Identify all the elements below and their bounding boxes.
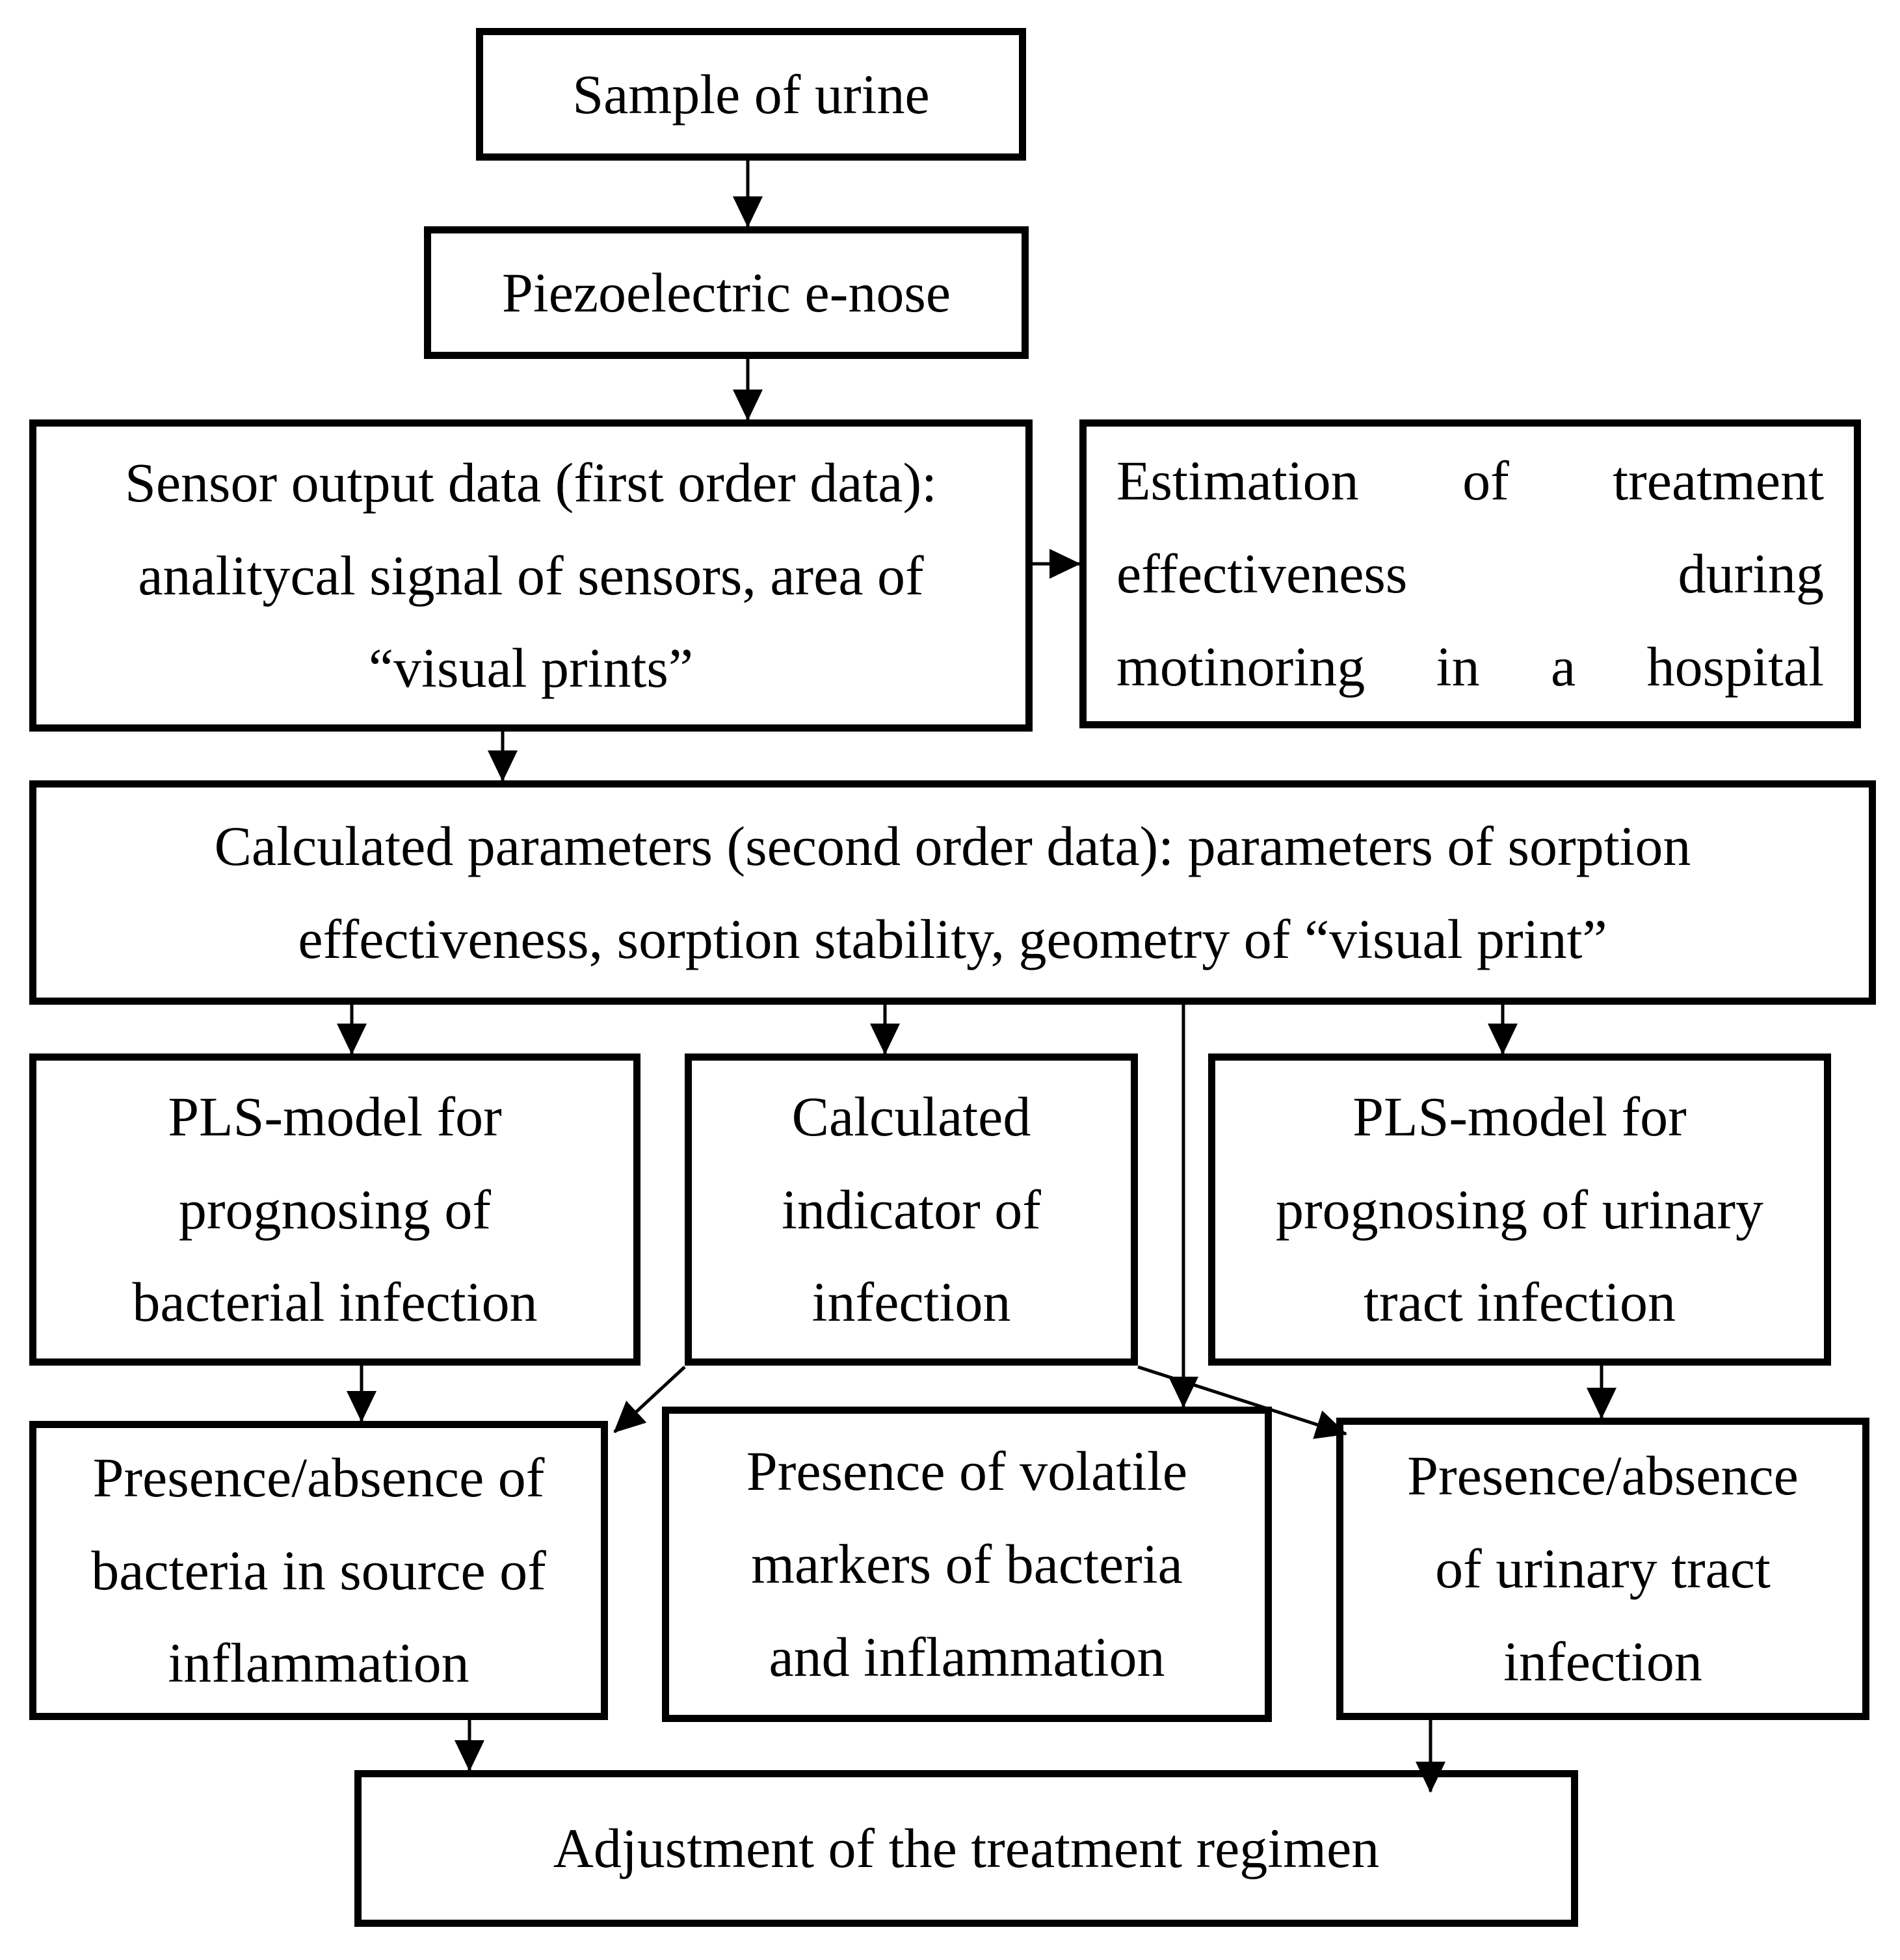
node-sample-of-urine-label: Sample of urine [572,62,930,126]
node-pls-model-urinary: PLS-model for prognosing of urinary trac… [1208,1053,1831,1366]
node-piezoelectric-e-nose: Piezoelectric e-nose [424,226,1029,359]
node-calculated-parameters: Calculated parameters (second order data… [29,780,1876,1005]
node-sensor-output-data: Sensor output data (first order data): a… [29,419,1033,732]
node-presence-bacteria: Presence/absence of bacteria in source o… [29,1421,608,1720]
node-presence-bacteria-label: Presence/absence of bacteria in source o… [91,1446,546,1695]
node-estimation-of-treatment: Estimation of treatment effectiveness du… [1079,419,1861,728]
node-adjustment-treatment-regimen-label: Adjustment of the treatment regimen [553,1817,1380,1880]
node-pls-model-bacterial: PLS-model for prognosing of bacterial in… [29,1053,640,1366]
node-presence-uti-label: Presence/absence of urinary tract infect… [1407,1444,1799,1693]
node-estimation-of-treatment-label: Estimation of treatment effectiveness du… [1087,434,1854,713]
node-sample-of-urine: Sample of urine [476,28,1026,161]
node-calculated-indicator: Calculated indicator of infection [685,1053,1138,1366]
node-presence-volatile-markers: Presence of volatile markers of bacteria… [662,1407,1272,1722]
node-presence-volatile-markers-label: Presence of volatile markers of bacteria… [746,1440,1188,1688]
node-pls-model-urinary-label: PLS-model for prognosing of urinary trac… [1276,1085,1763,1334]
node-adjustment-treatment-regimen: Adjustment of the treatment regimen [354,1770,1578,1927]
node-sensor-output-data-label: Sensor output data (first order data): a… [124,451,937,700]
estimation-line-2: effectiveness during [1116,542,1824,605]
node-presence-uti: Presence/absence of urinary tract infect… [1336,1418,1869,1720]
estimation-line-3: motinoring in a hospital [1116,635,1824,698]
node-calculated-indicator-label: Calculated indicator of infection [782,1085,1041,1334]
estimation-line-1: Estimation of treatment [1116,449,1824,512]
node-pls-model-bacterial-label: PLS-model for prognosing of bacterial in… [132,1085,538,1334]
node-calculated-parameters-label: Calculated parameters (second order data… [214,814,1691,970]
node-piezoelectric-e-nose-label: Piezoelectric e-nose [501,261,951,324]
